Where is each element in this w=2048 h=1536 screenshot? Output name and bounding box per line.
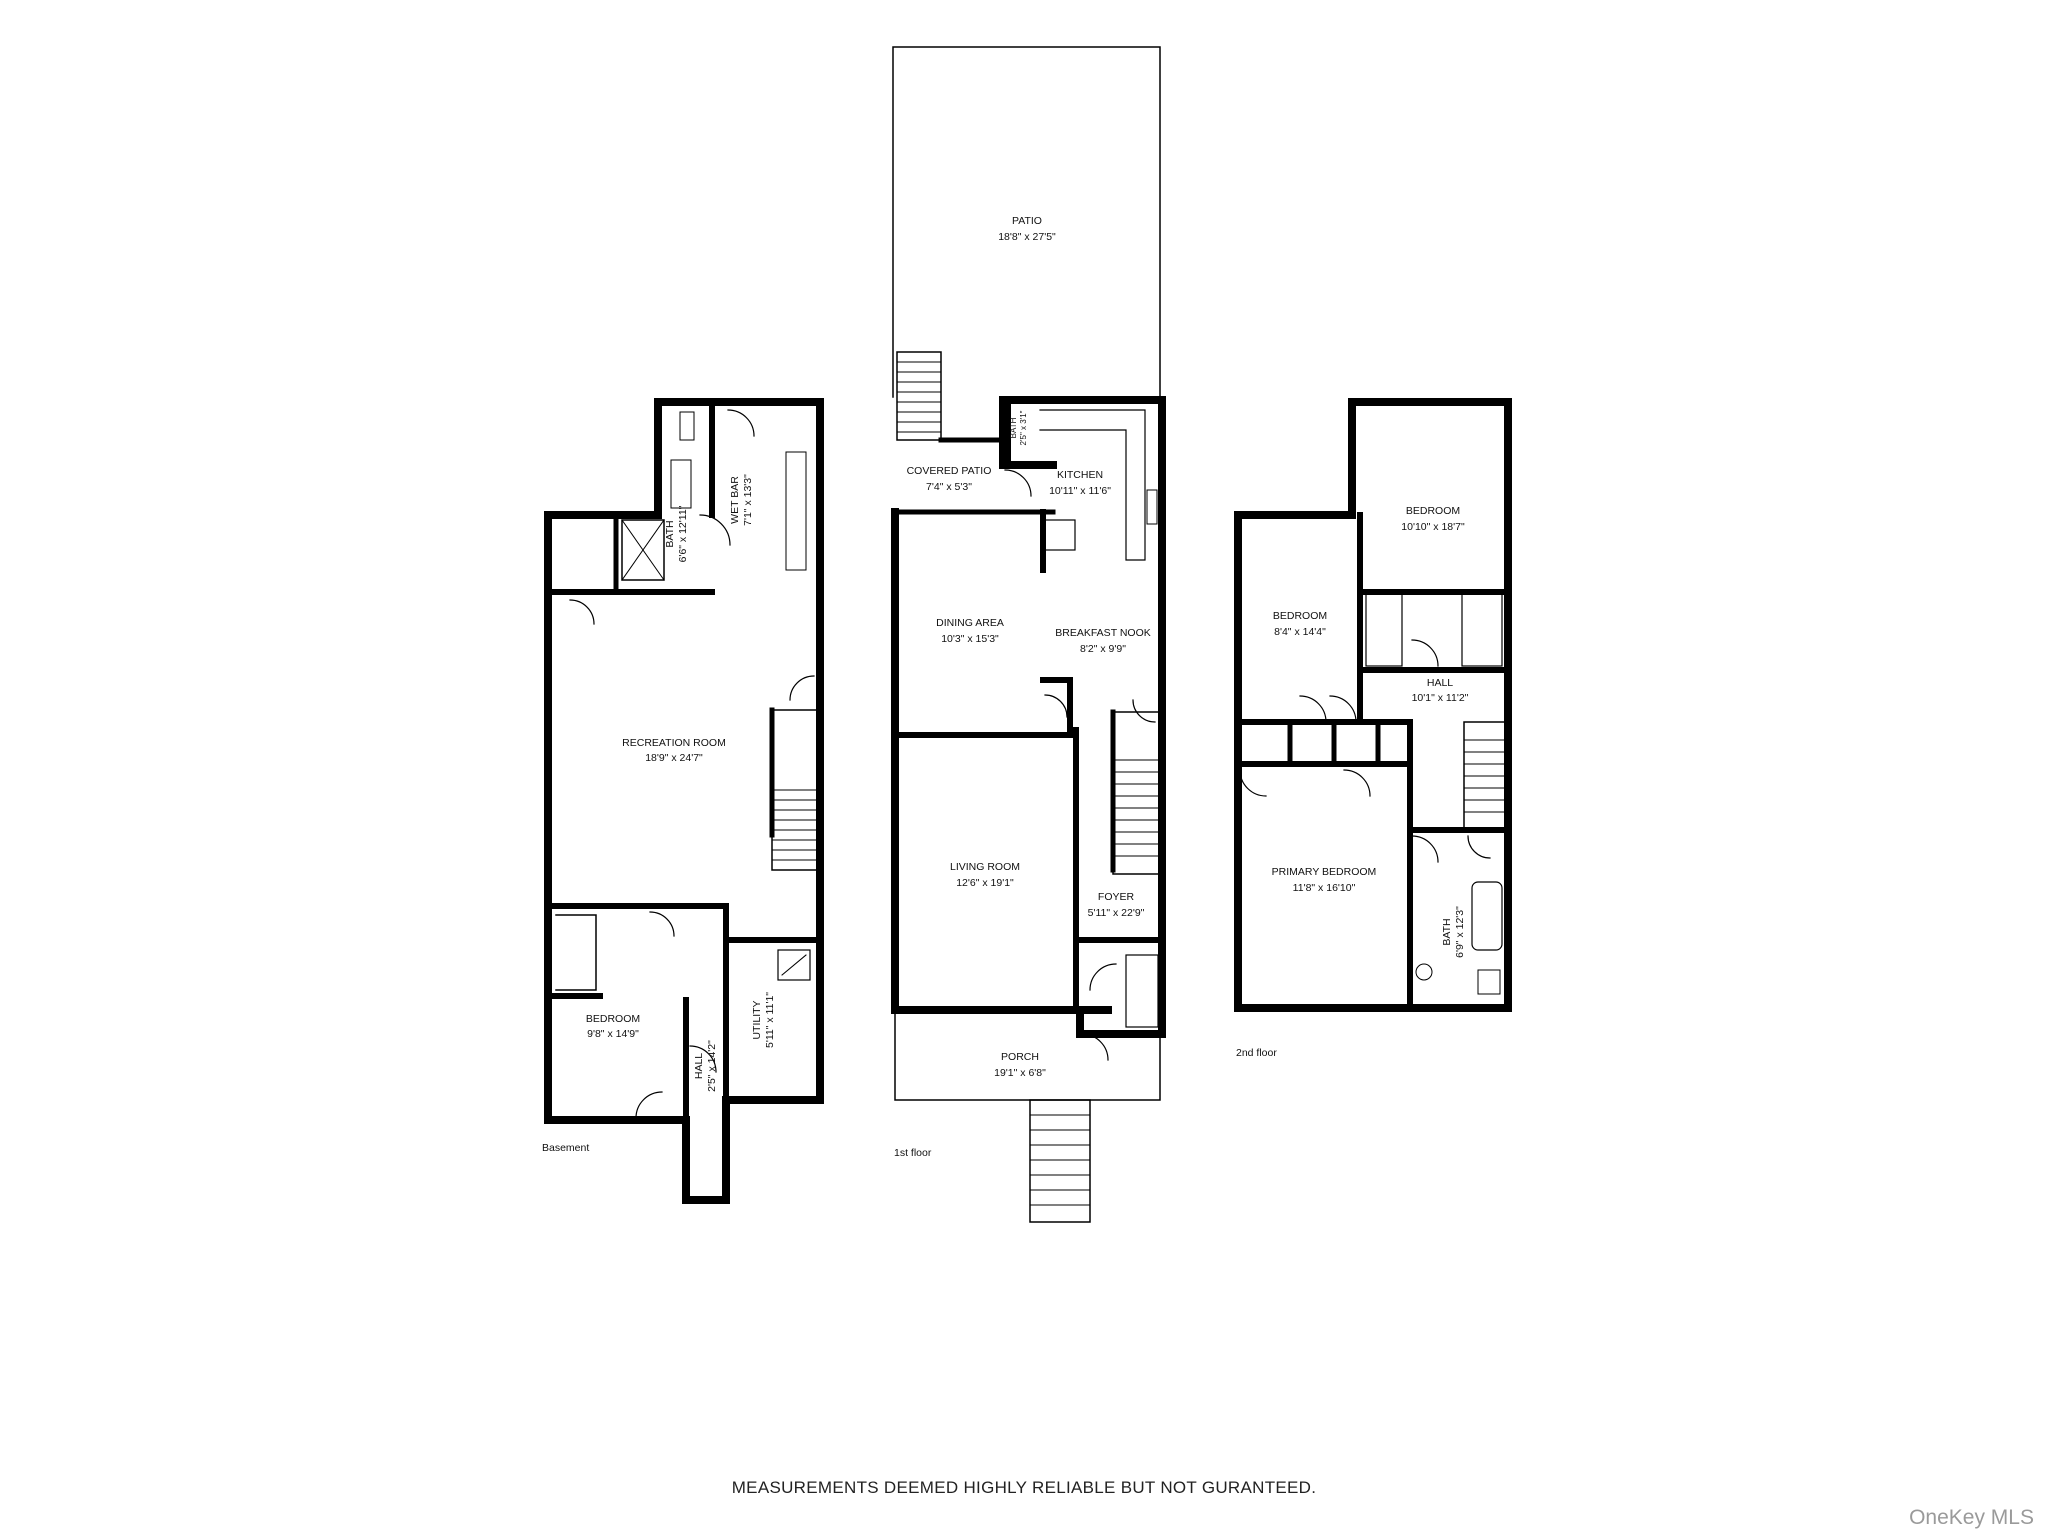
basement-bedroom-dims: 9'8" x 14'9" xyxy=(587,1028,639,1040)
patio-dims: 18'8" x 27'5" xyxy=(998,231,1056,243)
basement-bath-dims: 6'6" x 12'11" xyxy=(677,505,689,562)
rear-bedroom-name: BEDROOM xyxy=(1406,505,1460,517)
second-floor-plan xyxy=(1234,398,1512,1012)
basement-hall-name: HALL xyxy=(693,1053,705,1079)
utility-dims: 5'11" x 11'1" xyxy=(764,992,776,1048)
living-room-dims: 12'6" x 19'1" xyxy=(956,877,1014,889)
foyer-name: FOYER xyxy=(1098,891,1135,903)
second-bath-dims: 6'9" x 12'3" xyxy=(1454,906,1466,958)
first-floor-label: 1st floor xyxy=(894,1147,932,1159)
second-hall-dims: 10'1" x 11'2" xyxy=(1412,692,1469,704)
second-bath-name: BATH xyxy=(1441,918,1453,945)
basement-floor-label: Basement xyxy=(542,1142,589,1154)
covered-patio-name: COVERED PATIO xyxy=(907,465,992,477)
living-room-name: LIVING ROOM xyxy=(950,861,1020,873)
basement-hall-dims: 2'5" x 14'2" xyxy=(706,1040,718,1092)
recreation-room-name: RECREATION ROOM xyxy=(622,737,726,749)
primary-bedroom-name: PRIMARY BEDROOM xyxy=(1272,866,1377,878)
dining-area-dims: 10'3" x 15'3" xyxy=(941,633,999,645)
middle-bedroom-name: BEDROOM xyxy=(1273,610,1327,622)
covered-patio-dims: 7'4" x 5'3" xyxy=(926,481,972,493)
wet-bar-label: WET BAR 7'1" x 13'3" xyxy=(729,474,754,526)
porch-dims: 19'1" x 6'8" xyxy=(994,1067,1046,1079)
basement-bath-name: BATH xyxy=(664,520,676,547)
kitchen-name: KITCHEN xyxy=(1057,469,1103,481)
first-bath-name: BATH xyxy=(1009,417,1018,438)
first-bath-dims: 2'5" x 3'1" xyxy=(1019,410,1028,445)
watermark: OneKey MLS xyxy=(1909,1506,2034,1529)
basement-hall-label: HALL 2'5" x 14'2" xyxy=(693,1040,718,1092)
middle-bedroom-dims: 8'4" x 14'4" xyxy=(1274,626,1326,638)
wet-bar-dims: 7'1" x 13'3" xyxy=(742,474,754,526)
second-hall-name: HALL xyxy=(1427,677,1453,689)
first-floor-plan xyxy=(891,46,1166,1223)
second-bath-label: BATH 6'9" x 12'3" xyxy=(1441,906,1466,958)
utility-name: UTILITY xyxy=(751,1000,763,1039)
basement-bath-label: BATH 6'6" x 12'11" xyxy=(664,505,689,562)
basement-plan xyxy=(544,398,824,1204)
rear-bedroom-dims: 10'10" x 18'7" xyxy=(1401,521,1465,533)
primary-bedroom-dims: 11'8" x 16'10" xyxy=(1293,882,1356,894)
breakfast-nook-name: BREAKFAST NOOK xyxy=(1055,627,1151,639)
patio-name: PATIO xyxy=(1012,215,1042,227)
utility-label: UTILITY 5'11" x 11'1" xyxy=(751,992,776,1048)
porch-name: PORCH xyxy=(1001,1051,1039,1063)
basement-bedroom-name: BEDROOM xyxy=(586,1013,640,1025)
measurement-disclaimer: MEASUREMENTS DEEMED HIGHLY RELIABLE BUT … xyxy=(731,1478,1317,1497)
first-bath-label: BATH 2'5" x 3'1" xyxy=(1009,410,1028,445)
breakfast-nook-dims: 8'2" x 9'9" xyxy=(1080,643,1126,655)
dining-area-name: DINING AREA xyxy=(936,617,1004,629)
kitchen-dims: 10'11" x 11'6" xyxy=(1049,485,1111,497)
foyer-dims: 5'11" x 22'9" xyxy=(1088,907,1145,919)
second-floor-label: 2nd floor xyxy=(1236,1047,1277,1059)
wet-bar-name: WET BAR xyxy=(729,476,741,524)
recreation-room-dims: 18'9" x 24'7" xyxy=(645,752,703,764)
